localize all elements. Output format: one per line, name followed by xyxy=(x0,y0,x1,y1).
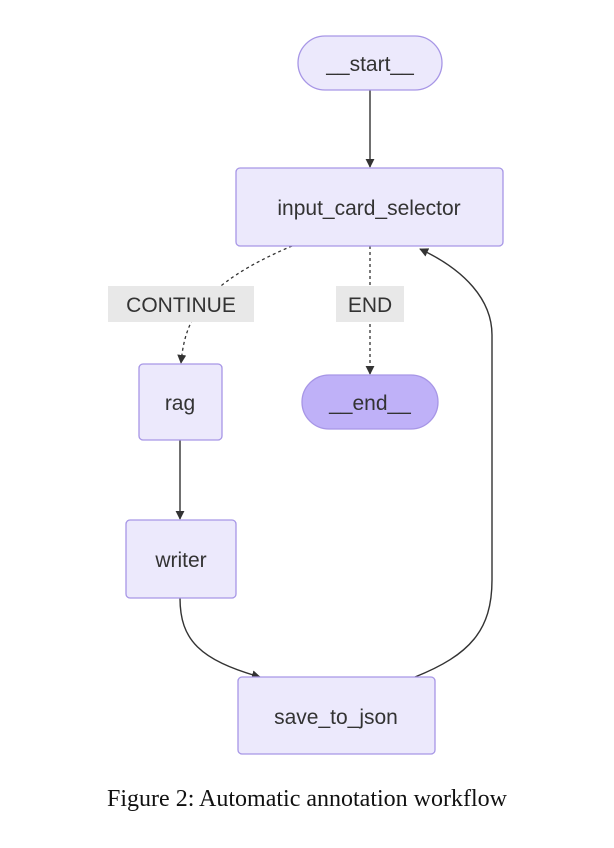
svg-text:__end__: __end__ xyxy=(328,392,411,415)
svg-text:save_to_json: save_to_json xyxy=(274,706,398,729)
node-end: __end__ xyxy=(301,374,439,430)
edge-label-end: END xyxy=(336,286,404,322)
workflow-diagram: CONTINUE END __start__ input_card_select… xyxy=(108,35,504,755)
edge-input-card-selector-to-rag xyxy=(177,245,293,364)
figure-caption: Figure 2: Automatic annotation workflow xyxy=(107,786,507,812)
node-save-to-json: save_to_json xyxy=(237,676,436,755)
svg-text:rag: rag xyxy=(165,392,195,415)
node-input-card-selector: input_card_selector xyxy=(235,167,504,247)
node-rag: rag xyxy=(138,363,223,441)
edge-writer-to-save-to-json xyxy=(179,597,261,680)
svg-text:END: END xyxy=(348,294,392,317)
edge-save-to-json-to-input-card-selector xyxy=(414,248,493,678)
svg-text:input_card_selector: input_card_selector xyxy=(277,197,460,220)
svg-text:writer: writer xyxy=(154,549,206,572)
svg-text:CONTINUE: CONTINUE xyxy=(126,294,236,317)
svg-text:__start__: __start__ xyxy=(325,53,414,76)
node-writer: writer xyxy=(125,519,237,599)
node-start: __start__ xyxy=(297,35,443,91)
edge-label-continue: CONTINUE xyxy=(108,286,254,322)
